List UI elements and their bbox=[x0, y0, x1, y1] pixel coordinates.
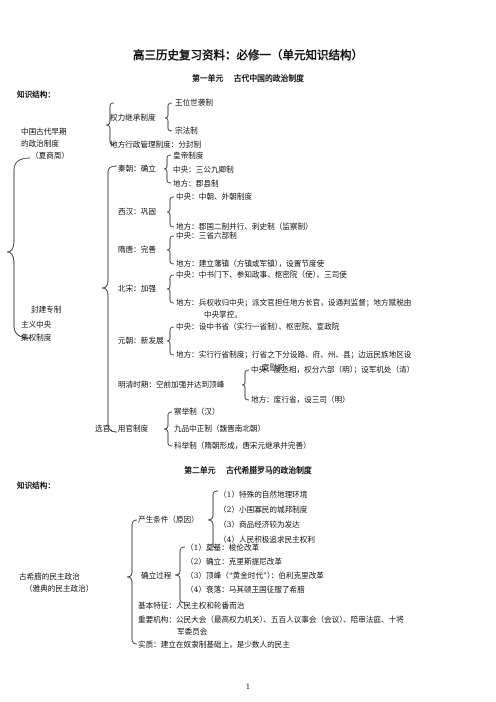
beisong-zhongyang: 中央：中书门下、参知政事、枢密院（使）、三司使 bbox=[176, 270, 347, 279]
yuan-zhongyang: 中央：设中书省（实行一省制）、枢密院、宣政院 bbox=[176, 322, 340, 331]
qin-huangdi: 皇帝制度 bbox=[173, 151, 204, 160]
xihan-label: 西汉：巩固 bbox=[118, 207, 156, 216]
brace-qin bbox=[163, 154, 172, 184]
unit2-heading: 第二单元 古代希腊罗马的政治制度 bbox=[184, 466, 312, 475]
brace-yuan bbox=[166, 326, 175, 356]
brace-feudal-root bbox=[6, 157, 31, 339]
qin-difang: 地方：郡县制 bbox=[173, 179, 219, 188]
brace-process bbox=[174, 546, 186, 604]
yuan-label: 元朝：新发展 bbox=[118, 336, 164, 345]
qin-label: 秦朝：确立 bbox=[118, 164, 156, 173]
suitang-label: 隋唐：完善 bbox=[118, 245, 156, 254]
greek-root-line2: （雅典的民主政治） bbox=[25, 584, 94, 593]
suitang-zhongyang: 中央：三省六部制 bbox=[176, 231, 237, 240]
feudal-root-line3: 集权制度 bbox=[21, 333, 52, 342]
page-number: 1 bbox=[245, 683, 251, 691]
condition-1: （1）特殊的自然地理环境 bbox=[219, 490, 308, 499]
feudal-root-line2: 主义中央 bbox=[21, 320, 52, 329]
yuan-difang-line1: 地方：实行行省制度；行省之下分设路、府、州、县；边远民族地区设 bbox=[176, 350, 412, 359]
brace-mingqing bbox=[241, 369, 250, 401]
brace-beisong bbox=[166, 274, 175, 304]
institutions-line1: 重要机构：公民大会（最高权力机关）、五百人议事会（会议）、陪审法庭、十将 bbox=[138, 615, 404, 624]
beisong-difang-line2: 中央掌控。 bbox=[204, 310, 242, 319]
xihan-difang: 地方：郡国二制并行、刺史制（监察制） bbox=[176, 222, 313, 231]
essence: 实质：建立在奴隶制基础上，是少数人的民主 bbox=[138, 640, 290, 649]
beisong-difang-line1: 地方：兵权收归中央；派文官担任地方长官，设通判监督；地方赋税由 bbox=[176, 298, 412, 307]
process-2: （2）确立：克里斯提尼改革 bbox=[186, 557, 282, 566]
keju-item: 科举制（隋朝形成，唐宋元继承并完善） bbox=[174, 441, 311, 450]
jiupin-item: 九品中正制（魏晋南北朝） bbox=[174, 424, 266, 433]
process-1: （1）奠基：梭伦改革 bbox=[186, 543, 260, 552]
feudal-root-line1: 封建专制 bbox=[31, 305, 62, 314]
xihan-zhongyang: 中央：中朝、外朝制度 bbox=[176, 192, 252, 201]
mingqing-label: 明清时期：空前加强并达到顶峰 bbox=[118, 380, 225, 389]
unit1-heading: 第一单元 古代中国的政治制度 bbox=[192, 74, 304, 83]
early-politics-line1: 中国古代早期 bbox=[21, 127, 67, 136]
brace-succession bbox=[164, 102, 173, 132]
suitang-difang: 地方：建立藩镇（方镇或军镇），设置节度使 bbox=[176, 259, 325, 268]
succession-label: 权力继承制度 bbox=[110, 113, 156, 122]
unit1-knowledge-label: 知识结构： bbox=[17, 90, 55, 99]
zongfa-item: 宗法制 bbox=[175, 126, 198, 135]
unit2-knowledge-label: 知识结构： bbox=[17, 481, 55, 490]
early-politics-line3: （夏商周） bbox=[31, 151, 69, 160]
brace-suitang bbox=[166, 235, 175, 265]
basic-feature: 基本特征：人民主权和轮番而治 bbox=[138, 601, 245, 610]
condition-3: （3）商品经济较为发达 bbox=[219, 520, 300, 529]
greek-root-line1: 古希腊的民主政治 bbox=[19, 572, 80, 581]
difang-fenfeng: 地方行政管理制度：分封制 bbox=[110, 140, 202, 149]
early-politics-line2: 的政治制度 bbox=[21, 139, 59, 148]
condition-2: （2）小国寡民的城邦制度 bbox=[219, 505, 308, 514]
page-title: 高三历史复习资料：必修一（单元知识结构） bbox=[133, 48, 363, 62]
brace-xuanguan bbox=[163, 411, 173, 447]
yuan-difang-line2: 宣慰司 bbox=[262, 363, 285, 372]
conditions-label: 产生条件（原因） bbox=[138, 515, 199, 524]
brace-conditions bbox=[207, 490, 219, 549]
beisong-label: 北宋：加强 bbox=[118, 284, 156, 293]
process-4: （4）衰落：马其顿王国征服了希腊 bbox=[186, 585, 305, 594]
chaju-item: 察举制（汉） bbox=[174, 407, 220, 416]
brace-dynasties bbox=[101, 165, 118, 433]
wangwei-item: 王位世袭制 bbox=[175, 98, 213, 107]
condition-4: （4）人民积极追求民主权利 bbox=[219, 535, 315, 544]
brace-early-politics bbox=[105, 102, 115, 146]
process-label: 确立过程 bbox=[141, 571, 172, 580]
mingqing-zhongyang: 中央：废丞相，权分六部（明）；设军机处（清） bbox=[251, 365, 415, 374]
mingqing-difang: 地方：废行省，设三司（明） bbox=[251, 395, 350, 404]
institutions-line2: 军委员会 bbox=[177, 627, 208, 636]
qin-zhongyang: 中央：三公九卿制 bbox=[173, 165, 234, 174]
brace-xihan bbox=[166, 196, 175, 228]
process-3: （3）顶峰（“黄金时代”）：伯利克里改革 bbox=[186, 571, 324, 580]
brace-greek-root bbox=[126, 519, 138, 645]
xuanguan-label: 选官、用官制度 bbox=[95, 424, 149, 433]
